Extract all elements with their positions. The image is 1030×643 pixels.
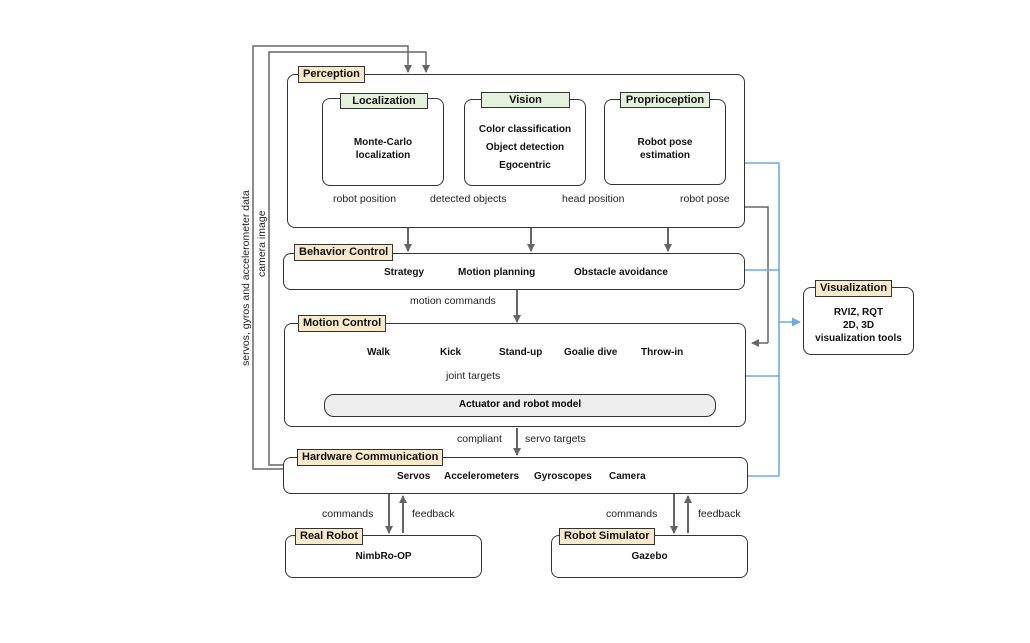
camera-image-loop-line: [268, 51, 430, 466]
localization-line-1: Monte-Carlo: [353, 137, 413, 148]
real-robot-title: Real Robot: [295, 528, 364, 545]
visualization-line-3: visualization tools: [815, 333, 902, 344]
real-robot-name: NimbRo-OP: [355, 551, 412, 562]
behavior-obstacle-avoidance: Obstacle avoidance: [574, 267, 668, 278]
vision-line-3: Egocentric: [499, 160, 551, 171]
hardware-gyroscopes: Gyroscopes: [534, 471, 592, 482]
sim-commands-label: commands: [606, 508, 658, 520]
vision-title: Vision: [481, 92, 570, 108]
proprioception-box: [604, 99, 726, 185]
visualization-line-2: 2D, 3D: [842, 320, 875, 331]
detected-objects-label: detected objects: [430, 193, 507, 205]
proprioception-line-2: estimation: [639, 150, 690, 161]
servo-targets-label: servo targets: [525, 433, 586, 445]
simulator-name: Gazebo: [631, 551, 668, 562]
motion-walk: Walk: [367, 347, 390, 358]
localization-line-2: localization: [355, 150, 411, 161]
localization-title: Localization: [340, 93, 428, 109]
proprioception-title: Proprioception: [620, 92, 710, 108]
motion-kick: Kick: [440, 347, 462, 358]
motion-throw-in: Throw-in: [641, 347, 684, 358]
servo-data-loop-line: [252, 45, 412, 470]
visualization-lines: [745, 162, 801, 477]
visualization-line-1: RVIZ, RQT: [833, 307, 884, 318]
simulator-title: Robot Simulator: [559, 528, 655, 545]
real-commands-label: commands: [322, 508, 374, 520]
joint-targets-label: joint targets: [446, 370, 501, 382]
behavior-motion-planning: Motion planning: [458, 267, 536, 278]
visualization-box: [803, 287, 914, 355]
vision-line-2: Object detection: [485, 142, 565, 153]
vision-line-1: Color classification: [478, 124, 572, 135]
visualization-title: Visualization: [815, 280, 893, 297]
hardware-title: Hardware Communication: [297, 449, 444, 466]
hardware-accelerometers: Accelerometers: [444, 471, 520, 482]
camera-image-label: camera image: [256, 210, 268, 277]
motion-title: Motion Control: [298, 315, 387, 332]
hardware-servos: Servos: [397, 471, 431, 482]
behavior-strategy: Strategy: [384, 267, 425, 278]
proprioception-line-1: Robot pose: [637, 137, 693, 148]
real-feedback-label: feedback: [412, 508, 455, 520]
head-position-label: head position: [562, 193, 625, 205]
robot-pose-label: robot pose: [680, 193, 730, 205]
motion-goalie-dive: Goalie dive: [564, 347, 618, 358]
behavior-title: Behavior Control: [294, 244, 394, 261]
robot-position-label: robot position: [333, 193, 397, 205]
sim-feedback-label: feedback: [698, 508, 741, 520]
actuator-model-box: Actuator and robot model: [324, 394, 716, 417]
motion-stand-up: Stand-up: [499, 347, 543, 358]
compliant-label: compliant: [457, 433, 502, 445]
servo-data-label: servos, gyros and accelerometer data: [240, 190, 252, 366]
perception-title: Perception: [298, 66, 365, 83]
motion-commands-label: motion commands: [410, 295, 496, 307]
hardware-camera: Camera: [609, 471, 646, 482]
